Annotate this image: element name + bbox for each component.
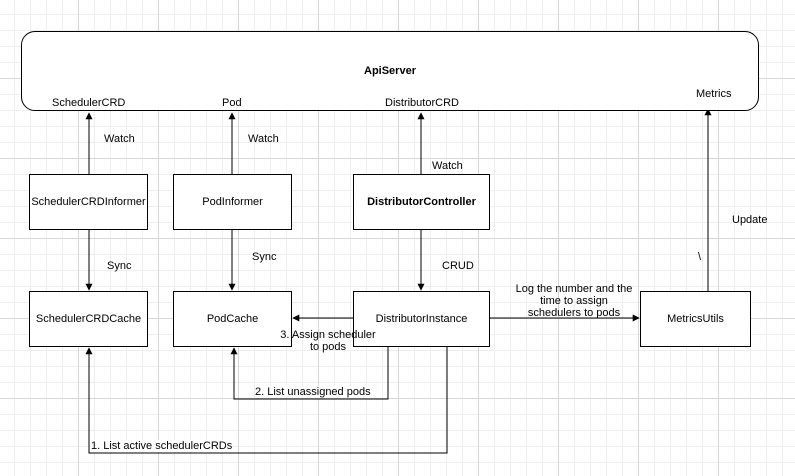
- metrics-utils-label: MetricsUtils: [667, 313, 724, 325]
- distributor-instance-label: DistributorInstance: [375, 313, 468, 325]
- distributor-controller-node: DistributorController: [353, 174, 490, 230]
- scheduler-crd-resource-label: SchedulerCRD: [52, 97, 126, 109]
- edge-list-unassigned-pods: [230, 346, 389, 400]
- log-metrics-label-line1: Log the number and the: [515, 283, 633, 295]
- watch-distributor-crd-label: Watch: [432, 160, 463, 172]
- assign-scheduler-label-line2: to pods: [309, 341, 347, 353]
- edge-list-active-scheduler-crds: [85, 346, 448, 454]
- backslash-label: \: [698, 251, 702, 263]
- assign-scheduler-label-line1: 3. Assign scheduler: [280, 329, 376, 341]
- log-metrics-label-line2: time to assign: [540, 295, 608, 307]
- update-metrics-label: Update: [732, 214, 768, 226]
- sync-pod-label: Sync: [252, 251, 277, 263]
- crud-label: CRUD: [442, 260, 474, 272]
- api-server-node: ApiServer: [21, 31, 759, 111]
- distributor-controller-label: DistributorController: [367, 196, 476, 208]
- list-active-scheduler-crds-label: 1. List active schedulerCRDs: [91, 440, 233, 452]
- scheduler-crd-informer-label: SchedulerCRDInformer: [31, 196, 146, 208]
- metrics-utils-node: MetricsUtils: [640, 291, 751, 347]
- assign-scheduler-label: 3. Assign scheduler to pods: [274, 329, 382, 353]
- metrics-resource-label: Metrics: [696, 88, 732, 100]
- scheduler-crd-cache-node: SchedulerCRDCache: [29, 291, 148, 347]
- distributor-instance-node: DistributorInstance: [353, 291, 490, 347]
- sync-scheduler-crd-label: Sync: [107, 260, 132, 272]
- pod-cache-node: PodCache: [173, 291, 292, 347]
- pod-informer-label: PodInformer: [202, 196, 263, 208]
- pod-informer-node: PodInformer: [173, 174, 292, 230]
- log-metrics-label-line3: schedulers to pods: [527, 307, 621, 319]
- watch-pod-label: Watch: [248, 133, 279, 145]
- api-server-label: ApiServer: [364, 65, 416, 77]
- pod-cache-label: PodCache: [206, 313, 259, 325]
- scheduler-crd-informer-node: SchedulerCRDInformer: [29, 174, 148, 230]
- distributor-crd-resource-label: DistributorCRD: [385, 97, 459, 109]
- list-unassigned-pods-label: 2. List unassigned pods: [255, 386, 371, 398]
- scheduler-crd-cache-label: SchedulerCRDCache: [35, 313, 142, 325]
- watch-scheduler-crd-label: Watch: [104, 133, 135, 145]
- pod-resource-label: Pod: [222, 97, 242, 109]
- log-metrics-label: Log the number and the time to assign sc…: [509, 283, 639, 319]
